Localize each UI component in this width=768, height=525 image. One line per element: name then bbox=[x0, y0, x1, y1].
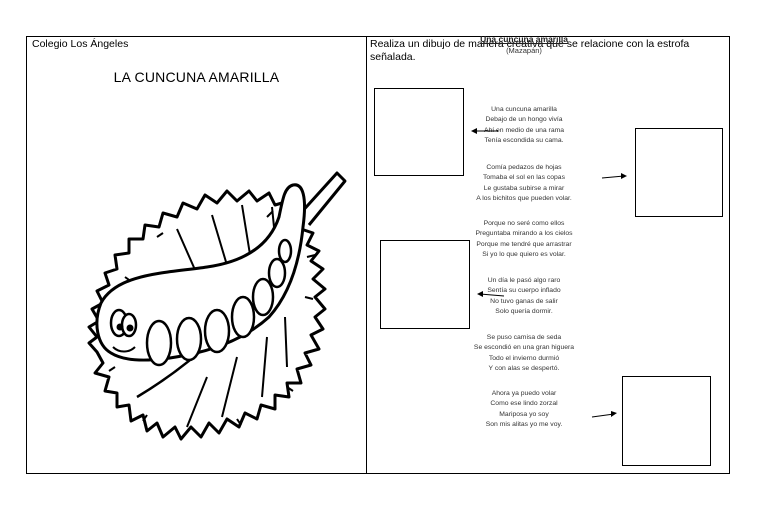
stanza-line: Si yo lo que quiero es volar. bbox=[482, 251, 566, 259]
stanza-2: Comía pedazos de hojas Tomaba el sol en … bbox=[436, 163, 612, 205]
stanza-line: Todo el invierno durmió bbox=[488, 354, 560, 362]
arrow-icon bbox=[601, 173, 627, 179]
stanza-line: Tenía escondida su cama. bbox=[484, 137, 564, 145]
stanza-line: No tuvo ganas de salir bbox=[490, 297, 558, 305]
instruction-text: Realiza un dibujo de manera creativa que… bbox=[370, 38, 690, 63]
stanza-line: Tomaba el sol en las copas bbox=[483, 174, 565, 182]
stanza-line: Debajo de un hongo vivía bbox=[485, 116, 563, 124]
poem-author: (Mazapán) bbox=[506, 46, 542, 55]
stanza-line: Se puso camisa de seda bbox=[486, 334, 562, 341]
stanza-5: Se puso camisa de seda Se escondió en un… bbox=[436, 333, 612, 375]
drawing-box-stanza-2[interactable] bbox=[635, 128, 723, 217]
stanza-3: Porque no seré como ellos Preguntaba mir… bbox=[436, 219, 612, 261]
stanza-line: Porque me tendré que arrastrar bbox=[476, 240, 572, 248]
stanza-line: Ahora ya puedo volar bbox=[491, 390, 557, 397]
arrow-icon bbox=[471, 128, 498, 134]
stanza-line: Le gustaba subirse a mirar bbox=[483, 184, 565, 192]
stanza-line: Sentía su cuerpo inflado bbox=[487, 287, 561, 295]
drawing-box-stanza-1[interactable] bbox=[374, 88, 464, 176]
stanza-line: Comía pedazos de hojas bbox=[486, 164, 562, 171]
stanza-line: Una cuncuna amarilla bbox=[491, 106, 557, 113]
stanza-1: Una cuncuna amarilla Debajo de un hongo … bbox=[436, 105, 612, 147]
stanza-line: Mariposa yo soy bbox=[499, 410, 549, 418]
drawing-box-stanza-4[interactable] bbox=[380, 240, 470, 329]
column-divider bbox=[366, 37, 367, 473]
school-name: Colegio Los Ángeles bbox=[32, 38, 129, 50]
stanza-line: Son mis alitas yo me voy. bbox=[485, 421, 563, 429]
drawing-box-stanza-6[interactable] bbox=[622, 376, 711, 466]
arrow-icon bbox=[477, 291, 505, 297]
stanza-4: Un día le pasó algo raro Sentía su cuerp… bbox=[436, 276, 612, 318]
stanza-line: Un día le pasó algo raro bbox=[487, 277, 561, 284]
poem-title: Una cuncuna amarilla bbox=[480, 34, 568, 44]
stanza-line: Se escondió en una gran higuera bbox=[473, 344, 575, 352]
stanza-6: Ahora ya puedo volar Como ese lindo zorz… bbox=[436, 389, 612, 431]
stanza-line: Porque no seré como ellos bbox=[483, 220, 565, 227]
stanza-line: Y con alas se despertó. bbox=[488, 365, 560, 373]
worksheet-title: LA CUNCUNA AMARILLA bbox=[113, 69, 280, 85]
stanza-line: A los bichitos que pueden volar. bbox=[476, 195, 572, 203]
arrow-icon bbox=[591, 411, 617, 418]
stanza-line: Como ese lindo zorzal bbox=[490, 400, 558, 408]
worksheet: Colegio Los Ángeles LA CUNCUNA AMARILLA … bbox=[26, 36, 730, 474]
stanza-line: Preguntaba mirando a los cielos bbox=[475, 230, 573, 238]
caterpillar-on-leaf-icon bbox=[87, 171, 347, 441]
stanza-line: Ahí en medio de una rama bbox=[483, 126, 565, 134]
stanza-line: Solo quería dormir. bbox=[495, 308, 553, 316]
